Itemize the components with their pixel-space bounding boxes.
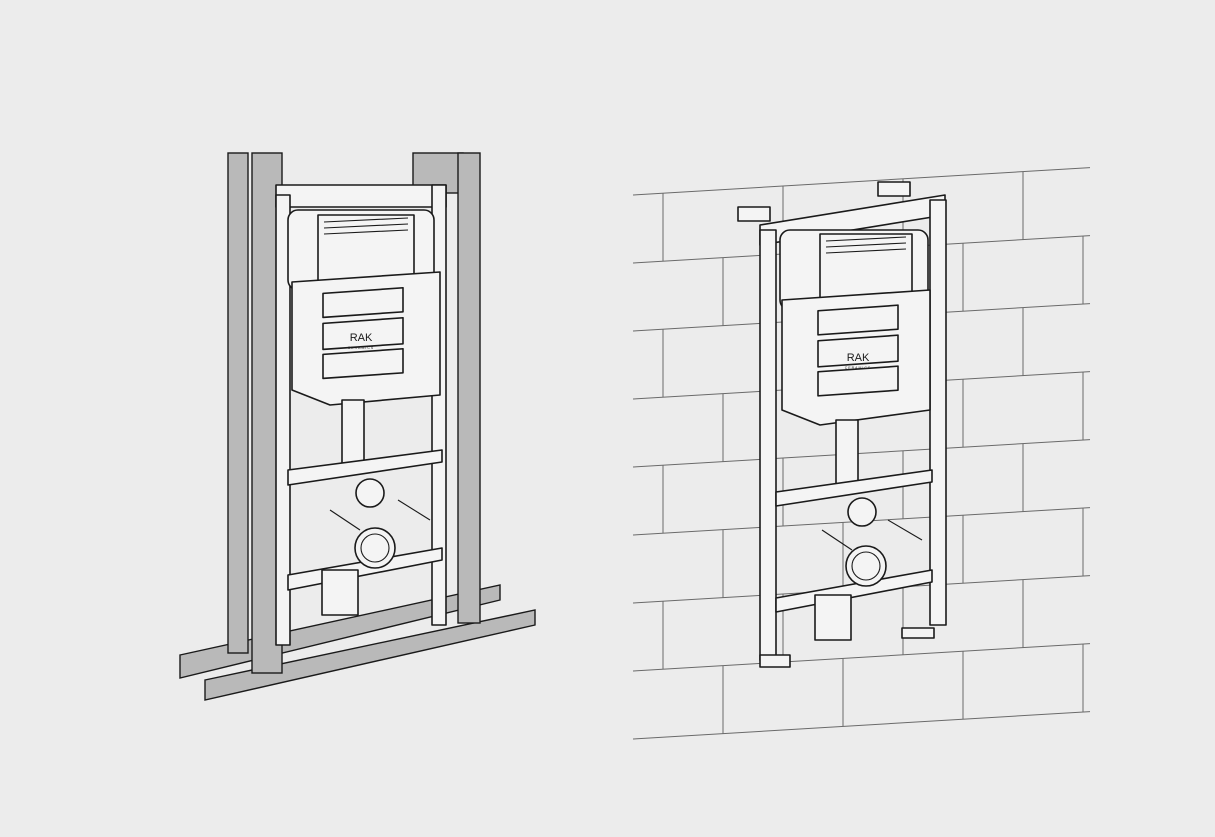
stud-right	[457, 152, 481, 624]
crossbar-upper	[775, 469, 933, 507]
drain-pipe	[321, 569, 359, 616]
crossbar-upper	[287, 449, 443, 486]
mortar-line	[632, 643, 1091, 672]
frame-right-post	[929, 199, 947, 626]
flush-pipe	[835, 419, 859, 491]
foot-left	[759, 654, 791, 668]
flush-plate: RAK CERAMICS	[817, 304, 899, 397]
mortar-line	[632, 439, 1091, 468]
drain-pipe	[814, 594, 852, 641]
brick-wall	[632, 167, 1091, 740]
stud-left-1	[227, 152, 249, 654]
frame-left-post	[759, 229, 777, 661]
water-inlet	[355, 478, 385, 508]
logo-brand: RAK	[847, 352, 870, 364]
logo-brand: RAK	[350, 332, 373, 344]
bottom-rail-front	[204, 609, 536, 701]
stud-wall-illustration: RAK CERAMICS	[179, 152, 536, 701]
water-inlet	[847, 497, 877, 527]
brick-wall-illustration: RAK CERAMICS	[632, 167, 1091, 740]
cistern-box	[317, 214, 415, 286]
logo-sub: CERAMICS	[845, 366, 871, 370]
wall-bracket-right	[877, 181, 911, 197]
foot-right	[901, 627, 935, 639]
logo-sub: CERAMICS	[348, 346, 374, 350]
flush-pipe	[341, 399, 365, 471]
mortar-line	[632, 711, 1091, 740]
frame-left-post	[275, 194, 291, 646]
wall-bracket-left	[737, 206, 771, 222]
mortar-line	[632, 167, 1091, 196]
flush-plate: RAK CERAMICS	[322, 287, 404, 380]
